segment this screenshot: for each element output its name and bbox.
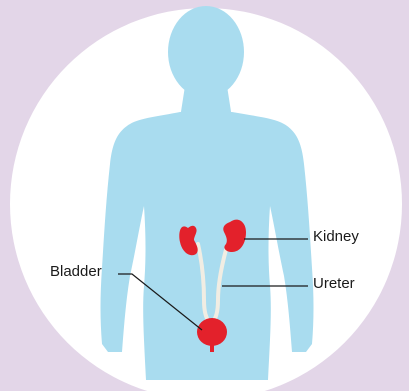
head	[168, 6, 244, 98]
bladder-body	[197, 318, 227, 346]
kidney-label: Kidney	[313, 229, 359, 244]
bladder-label: Bladder	[50, 264, 102, 279]
ureter-label: Ureter	[313, 276, 355, 291]
urethra	[210, 342, 214, 352]
